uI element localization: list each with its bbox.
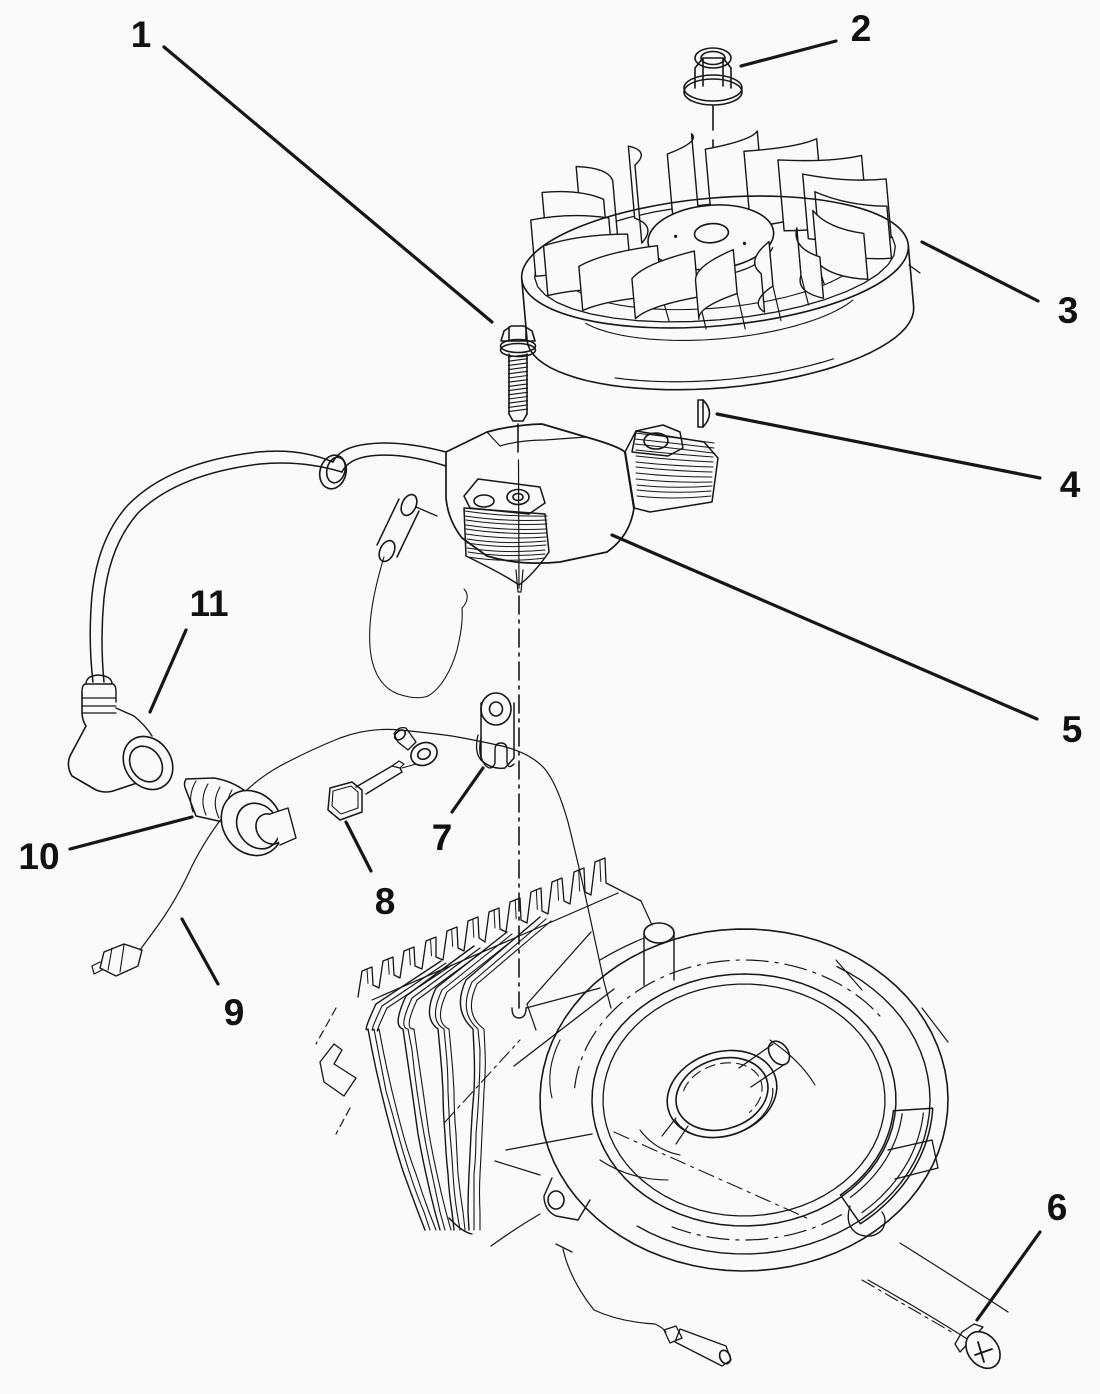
svg-text:3: 3 [1058,290,1079,331]
svg-text:8: 8 [375,881,396,922]
svg-text:1: 1 [131,14,152,55]
svg-text:9: 9 [224,992,245,1033]
svg-text:4: 4 [1060,464,1081,505]
svg-text:2: 2 [851,8,872,49]
svg-text:10: 10 [18,836,59,877]
svg-text:5: 5 [1062,709,1083,750]
svg-text:11: 11 [189,583,228,624]
svg-text:7: 7 [432,817,453,858]
svg-text:6: 6 [1047,1187,1068,1228]
